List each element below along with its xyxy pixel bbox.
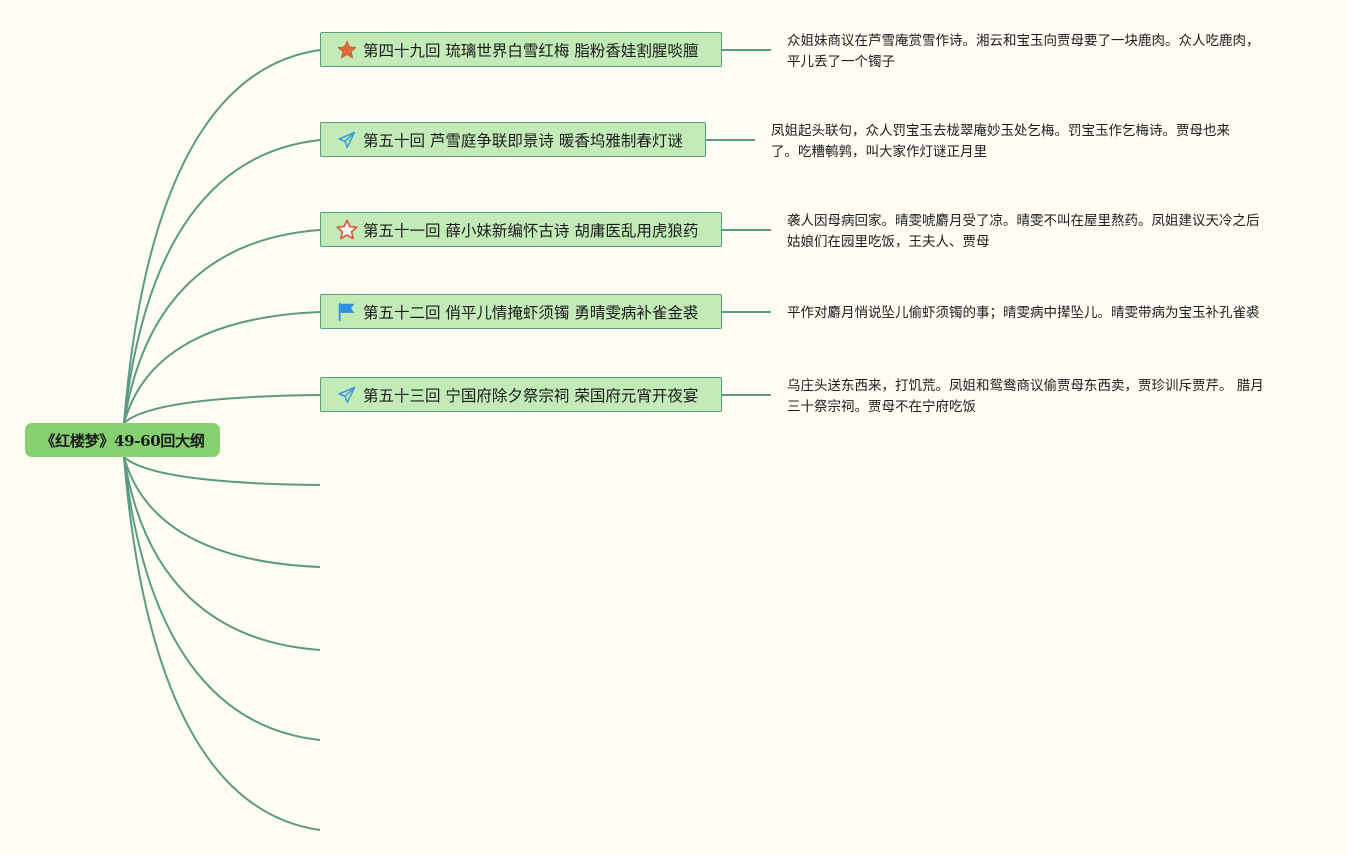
chapter-topic-51[interactable]: 第五十一回 薛小妹新编怀古诗 胡庸医乱用虎狼药 — [320, 212, 722, 247]
chapter-topic-label: 第五十二回 俏平儿情掩虾须镯 勇晴雯病补雀金裘 — [363, 303, 699, 322]
note-line: 平作对麝月悄说坠儿偷虾须镯的事；晴雯病中撵坠儿。晴雯带病为宝玉补孔雀裘 — [787, 305, 1260, 321]
star-outline-icon — [335, 218, 359, 242]
chapter-note-52[interactable]: 平作对麝月悄说坠儿偷虾须镯的事；晴雯病中撵坠儿。晴雯带病为宝玉补孔雀裘 — [787, 303, 1260, 324]
chapter-topic-label: 第五十回 芦雪庭争联即景诗 暖香坞雅制春灯谜 — [363, 131, 683, 150]
paper-plane-icon — [335, 128, 359, 152]
flag-icon — [335, 300, 359, 324]
branch-connector — [123, 456, 321, 831]
paper-plane-icon — [335, 383, 359, 407]
note-line: 凤姐起头联句，众人罚宝玉去栊翠庵妙玉处乞梅。罚宝玉作乞梅诗。贾母也来 — [771, 123, 1230, 139]
note-line: 袭人因母病回家。晴雯唬麝月受了凉。晴雯不叫在屋里熬药。凤姐建议天冷之后 — [787, 213, 1260, 229]
branch-connector — [123, 456, 321, 486]
chapter-topic-label: 第五十一回 薛小妹新编怀古诗 胡庸医乱用虎狼药 — [363, 221, 699, 240]
chapter-topic-53[interactable]: 第五十三回 宁国府除夕祭宗祠 荣国府元宵开夜宴 — [320, 377, 722, 412]
note-line: 平儿丢了一个镯子 — [787, 54, 895, 70]
root-topic-label: 《红楼梦》49-60回大纲 — [40, 431, 205, 450]
chapter-note-53[interactable]: 乌庄头送东西来，打饥荒。凤姐和鸳鸯商议偷贾母东西卖，贾珍训斥贾芹。 腊月 三十祭… — [787, 376, 1264, 418]
chapter-note-51[interactable]: 袭人因母病回家。晴雯唬麝月受了凉。晴雯不叫在屋里熬药。凤姐建议天冷之后 姑娘们在… — [787, 211, 1260, 253]
branch-connector — [123, 139, 321, 424]
note-line: 了。吃糟鹌鹑，叫大家作灯谜正月里 — [771, 144, 987, 160]
chapter-note-49[interactable]: 众姐妹商议在芦雪庵赏雪作诗。湘云和宝玉向贾母要了一块鹿肉。众人吃鹿肉， 平儿丢了… — [787, 31, 1260, 73]
chapter-topic-label: 第四十九回 琉璃世界白雪红梅 脂粉香娃割腥啖膻 — [363, 41, 699, 60]
note-line: 众姐妹商议在芦雪庵赏雪作诗。湘云和宝玉向贾母要了一块鹿肉。众人吃鹿肉， — [787, 33, 1260, 49]
chapter-note-50[interactable]: 凤姐起头联句，众人罚宝玉去栊翠庵妙玉处乞梅。罚宝玉作乞梅诗。贾母也来 了。吃糟鹌… — [771, 121, 1230, 163]
chapter-topic-52[interactable]: 第五十二回 俏平儿情掩虾须镯 勇晴雯病补雀金裘 — [320, 294, 722, 329]
chapter-topic-label: 第五十三回 宁国府除夕祭宗祠 荣国府元宵开夜宴 — [363, 386, 699, 405]
note-line: 姑娘们在园里吃饭，王夫人、贾母 — [787, 234, 990, 250]
note-line: 三十祭宗祠。贾母不在宁府吃饭 — [787, 399, 976, 415]
branch-connector — [123, 456, 321, 568]
connectors — [123, 49, 771, 831]
branch-connector — [123, 394, 321, 424]
branch-connector — [123, 311, 321, 424]
branch-connector — [123, 49, 321, 424]
root-topic[interactable]: 《红楼梦》49-60回大纲 — [25, 423, 220, 457]
branch-connector — [123, 456, 321, 741]
star-filled-icon — [335, 38, 359, 62]
chapter-topic-50[interactable]: 第五十回 芦雪庭争联即景诗 暖香坞雅制春灯谜 — [320, 122, 706, 157]
note-line: 乌庄头送东西来，打饥荒。凤姐和鸳鸯商议偷贾母东西卖，贾珍训斥贾芹。 腊月 — [787, 378, 1264, 394]
branch-connector — [123, 456, 321, 651]
chapter-topic-49[interactable]: 第四十九回 琉璃世界白雪红梅 脂粉香娃割腥啖膻 — [320, 32, 722, 67]
branch-connector — [123, 229, 321, 424]
